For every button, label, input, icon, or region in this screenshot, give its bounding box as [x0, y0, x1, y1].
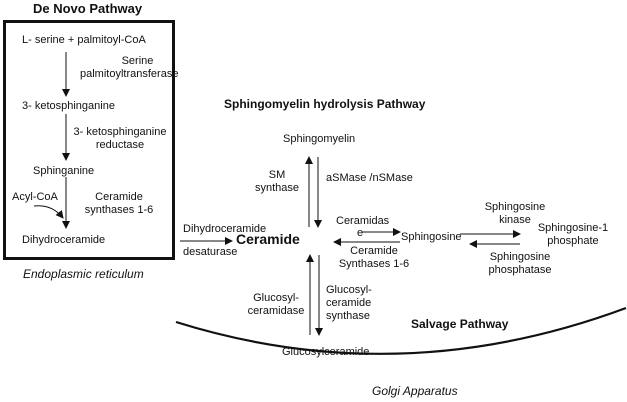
- ketosphinganine: 3- ketosphinganine: [22, 100, 115, 112]
- sphingosine-kinase: Sphingosine kinase: [484, 201, 546, 226]
- ceramide-synthases-de-novo: Ceramide synthases 1-6: [84, 191, 154, 216]
- ceramidase-label-part1: Ceramidas: [336, 215, 390, 227]
- sphingosine: Sphingosine: [401, 231, 462, 243]
- golgi-membrane-arc: [175, 306, 627, 355]
- serine-palmitoyl-coa: L- serine + palmitoyl-CoA: [22, 34, 146, 46]
- endoplasmic-reticulum-box: [3, 20, 175, 260]
- glucosylceramidase: Glucosyl- ceramidase: [247, 292, 305, 317]
- sphingomyelin: Sphingomyelin: [283, 133, 356, 145]
- glucosylceramide: Glucosylceramide: [282, 346, 370, 358]
- ketosphinganine-reductase: 3- ketosphinganine reductase: [73, 126, 167, 151]
- arrow-acyl-coa: [33, 205, 64, 219]
- asmase-nsmase: aSMase /nSMase: [326, 172, 413, 184]
- ceramide: Ceramide: [236, 231, 300, 247]
- sphinganine: Sphinganine: [33, 165, 95, 177]
- sm-synthase: SM synthase: [254, 169, 300, 194]
- salvage-title: Salvage Pathway: [411, 317, 509, 331]
- sphingosine-phosphatase: Sphingosine phosphatase: [488, 251, 552, 276]
- sphingosine-1-phosphate: Sphingosine-1 phosphate: [537, 222, 609, 247]
- sm-hydrolysis-title: Sphingomyelin hydrolysis Pathway: [224, 97, 426, 111]
- dihydroceramide: Dihydroceramide: [22, 234, 106, 246]
- golgi-apparatus-label: Golgi Apparatus: [372, 384, 458, 398]
- dihydroceramide-desaturase-line2: desaturase: [183, 246, 238, 258]
- de-novo-title: De Novo Pathway: [33, 1, 143, 16]
- glucosylceramide-synthase: Glucosyl- ceramide synthase: [326, 284, 372, 322]
- ceramide-synthases-salvage: Ceramide Synthases 1-6: [338, 245, 410, 270]
- acyl-coa: Acyl-CoA: [12, 191, 58, 203]
- endoplasmic-reticulum-label: Endoplasmic reticulum: [23, 267, 144, 281]
- serine-palmitoyltransferase: Serine palmitoyltransferase: [80, 55, 179, 80]
- dihydroceramide-desaturase-line1: Dihydroceramide: [183, 223, 267, 235]
- ceramidase-label-part2: e: [357, 227, 364, 239]
